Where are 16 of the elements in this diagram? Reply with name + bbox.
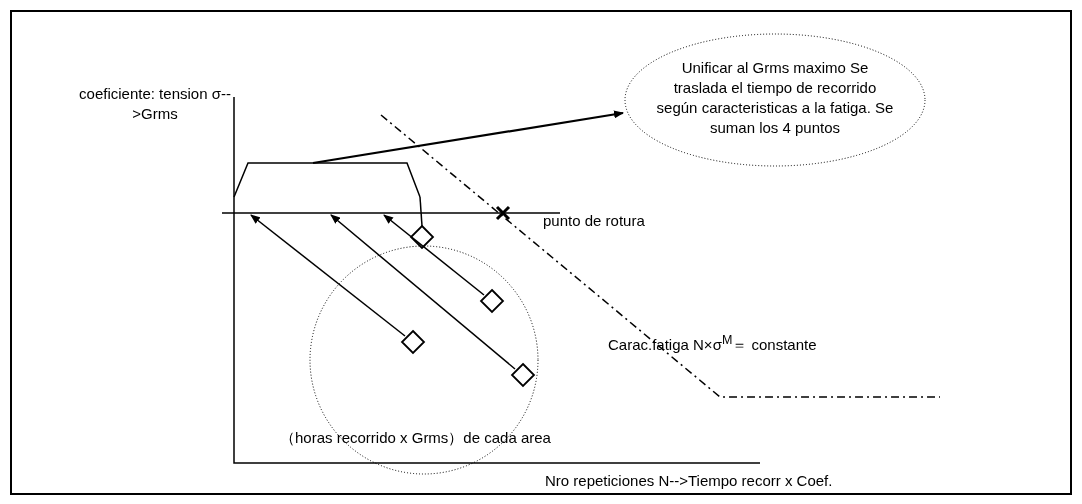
data-point-marker bbox=[400, 329, 426, 355]
connector-line bbox=[419, 196, 423, 227]
data-point-marker bbox=[479, 288, 505, 314]
note-ellipse bbox=[624, 33, 926, 167]
axis-label: Nro repeticiones N-->Tiempo recorr x Coef. bbox=[545, 471, 834, 491]
data-point-marker bbox=[409, 224, 435, 250]
arrow bbox=[250, 214, 406, 337]
data-point-marker bbox=[510, 362, 536, 388]
formula-text: Carac.fatiga N×σ$^{M}$＝ constante bbox=[608, 332, 818, 355]
arrow bbox=[330, 214, 516, 370]
annotation-text: punto de rotura bbox=[543, 211, 646, 231]
annotation-text: （horas recorrido x Grms）de cada area bbox=[280, 428, 552, 448]
arrow bbox=[383, 214, 485, 296]
axis-label: coeficiente: tension σ-->Grms bbox=[78, 84, 232, 124]
arrow bbox=[312, 110, 624, 165]
load-profile bbox=[221, 162, 561, 214]
